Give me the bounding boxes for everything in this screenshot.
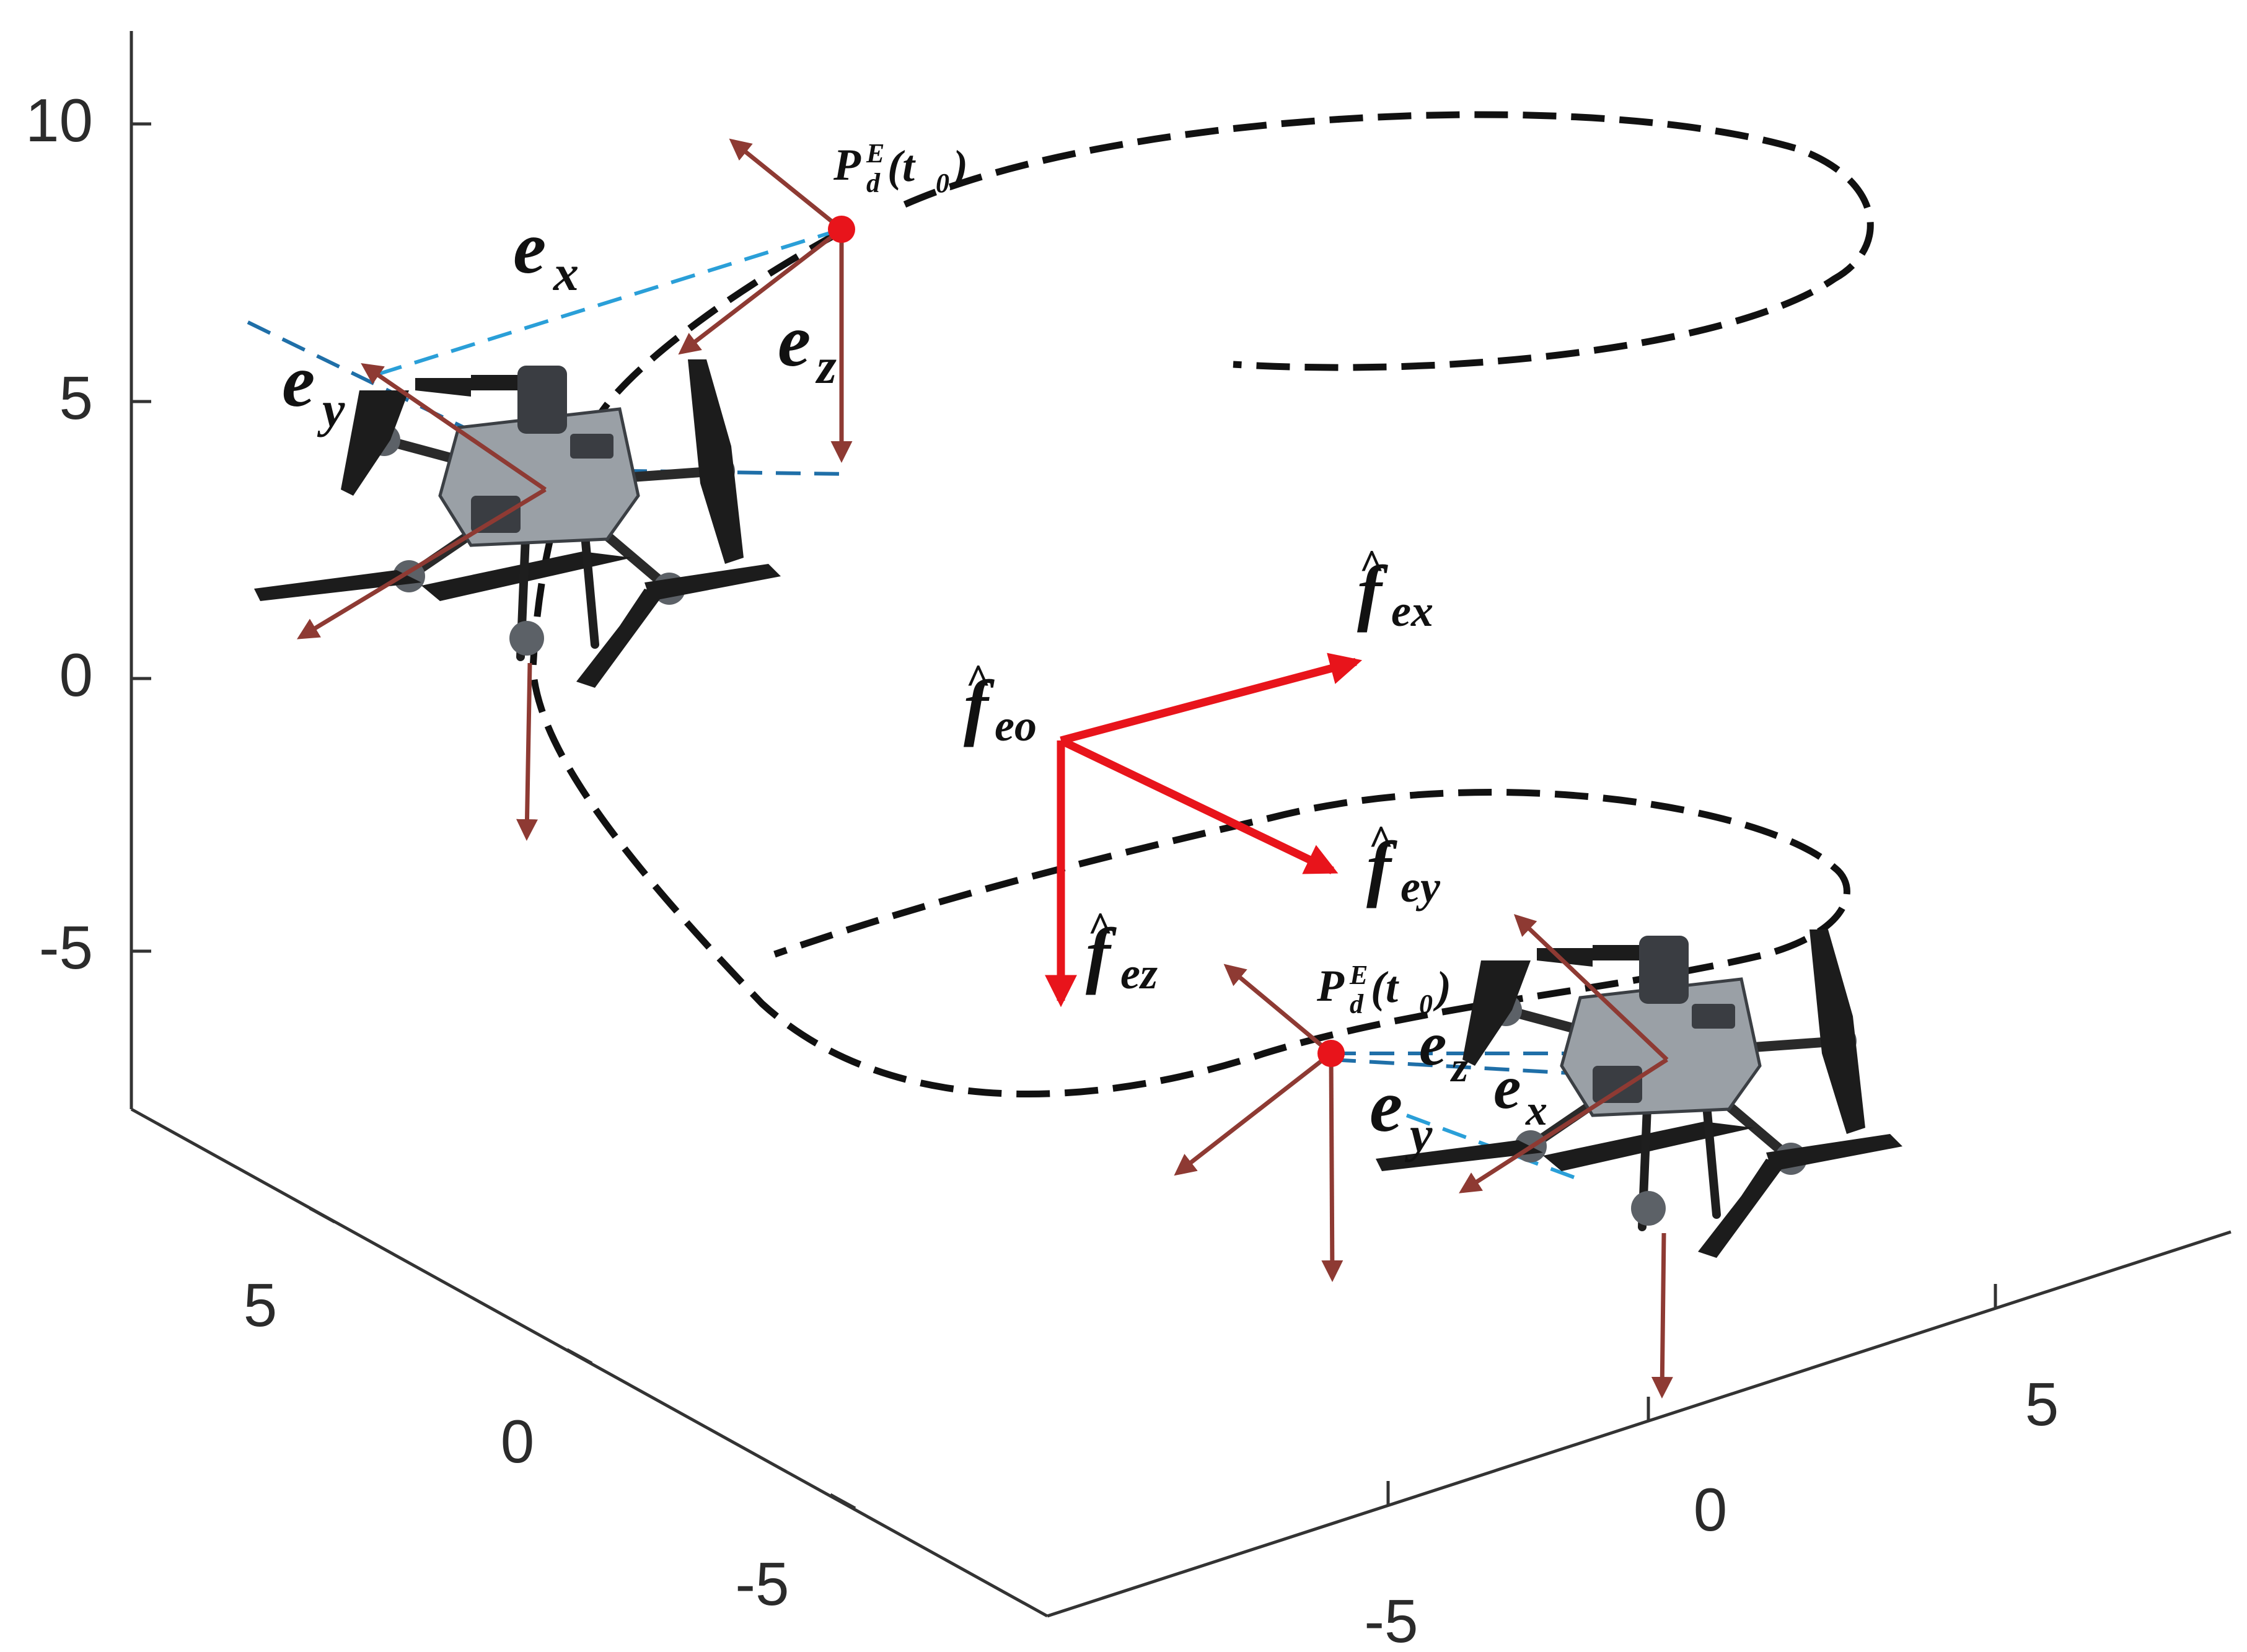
error-ey-label: e y: [1370, 1065, 1433, 1162]
x-axis-line: [1047, 1230, 2232, 1618]
drone-frame-arrow: [516, 662, 538, 841]
svg-text:z: z: [815, 338, 837, 394]
svg-text:x: x: [553, 245, 579, 301]
target-label-bottom: P E d (t 0 ): [1316, 960, 1451, 1019]
target-frame-arrow: [1174, 1052, 1333, 1176]
x-tick-label: 5: [2025, 1370, 2059, 1438]
trajectory-upper-loop: [903, 111, 1874, 371]
target-point-bottom: [1317, 1040, 1345, 1067]
drone-frame-arrow: [1651, 1232, 1673, 1399]
trajectory-descent: [529, 229, 1850, 1097]
svg-text:d: d: [866, 168, 881, 198]
target-frame-arrow: [729, 138, 843, 231]
svg-text:e: e: [282, 340, 315, 422]
z-ticks: 10 5 0 -5: [25, 86, 151, 982]
error-ex-label: e x: [513, 206, 579, 301]
svg-text:ey: ey: [1401, 862, 1441, 912]
drone-frame-arrow: [297, 488, 547, 639]
svg-text:E: E: [866, 138, 884, 169]
svg-text:y: y: [317, 381, 345, 437]
svg-text:^: ^: [1359, 542, 1384, 589]
error-ex-label: e x: [1493, 1053, 1547, 1135]
z-tick-label: 0: [59, 641, 93, 709]
target-frame-arrow: [678, 227, 843, 355]
z-tick-label: 5: [59, 364, 93, 432]
svg-text:e: e: [1419, 1009, 1446, 1078]
error-ez-label: e z: [778, 299, 837, 394]
svg-text:ex: ex: [1391, 586, 1433, 636]
target-point-top: [828, 216, 855, 243]
svg-text:d: d: [1350, 989, 1364, 1019]
x-tick-label: 0: [1694, 1475, 1728, 1544]
svg-text:P: P: [1316, 961, 1345, 1011]
svg-text:0: 0: [936, 168, 949, 198]
f-ez-label: f ^ ez: [1086, 904, 1158, 998]
svg-text:^: ^: [965, 656, 990, 704]
svg-text:^: ^: [1368, 817, 1393, 865]
svg-text:eo: eo: [995, 701, 1037, 750]
top-drone-group: P E d (t 0 ) e x e y e z: [247, 138, 968, 841]
y-tick-label: -5: [735, 1550, 789, 1618]
x-tick-label: -5: [1364, 1587, 1418, 1652]
target-label-top: P E d (t 0 ): [833, 138, 968, 198]
svg-text:x: x: [1525, 1087, 1547, 1135]
svg-text:e: e: [778, 299, 811, 382]
drone-frame-arrow: [1513, 914, 1669, 1061]
y-ticks: 5 0 -5: [244, 1206, 856, 1618]
svg-text:e: e: [513, 206, 546, 289]
svg-text:E: E: [1349, 960, 1368, 990]
svg-text:): ): [1433, 962, 1451, 1012]
svg-text:z: z: [1450, 1043, 1468, 1091]
error-ez-line: [1330, 1058, 1606, 1077]
f-ex-arrow: [1060, 652, 1363, 745]
y-tick-label: 5: [244, 1271, 278, 1339]
quadrotor-drone-icon: [1376, 929, 1902, 1258]
z-tick-label: -5: [39, 913, 93, 982]
axes: 10 5 0 -5 5 0 -5 -5 0 5: [25, 31, 2232, 1652]
reference-trajectory: [529, 111, 1874, 1097]
error-ey-label: e y: [282, 340, 345, 437]
f-ey-label: f ^ ey: [1366, 817, 1441, 912]
target-frame-arrow: [1321, 1053, 1343, 1282]
f-ex-label: f ^ ex: [1357, 542, 1433, 636]
svg-text:e: e: [1493, 1053, 1521, 1122]
drone-frame-arrow: [361, 363, 547, 491]
svg-text:e: e: [1370, 1065, 1402, 1147]
target-frame-arrow: [1223, 964, 1333, 1055]
f-eo-label: f ^ eo: [964, 656, 1037, 750]
svg-text:^: ^: [1088, 904, 1112, 952]
error-ex-line: [365, 227, 842, 380]
bottom-drone-group: P E d (t 0 ) e z e x e y: [1174, 914, 1902, 1399]
force-frame: f ^ eo f ^ ex f ^ ey f ^ ez: [964, 542, 1441, 1008]
svg-text:ez: ez: [1120, 949, 1158, 998]
svg-text:(t: (t: [887, 141, 916, 191]
svg-text:P: P: [833, 140, 861, 190]
svg-text:(t: (t: [1371, 962, 1399, 1012]
f-ey-arrow: [1059, 737, 1339, 874]
y-tick-label: 0: [501, 1407, 535, 1475]
x-ticks: -5 0 5: [1364, 1284, 2059, 1652]
svg-text:0: 0: [1419, 989, 1433, 1019]
drone-frame-arrow: [1459, 1058, 1668, 1193]
z-tick-label: 10: [25, 86, 93, 154]
error-ez-label: e z: [1419, 1009, 1468, 1091]
